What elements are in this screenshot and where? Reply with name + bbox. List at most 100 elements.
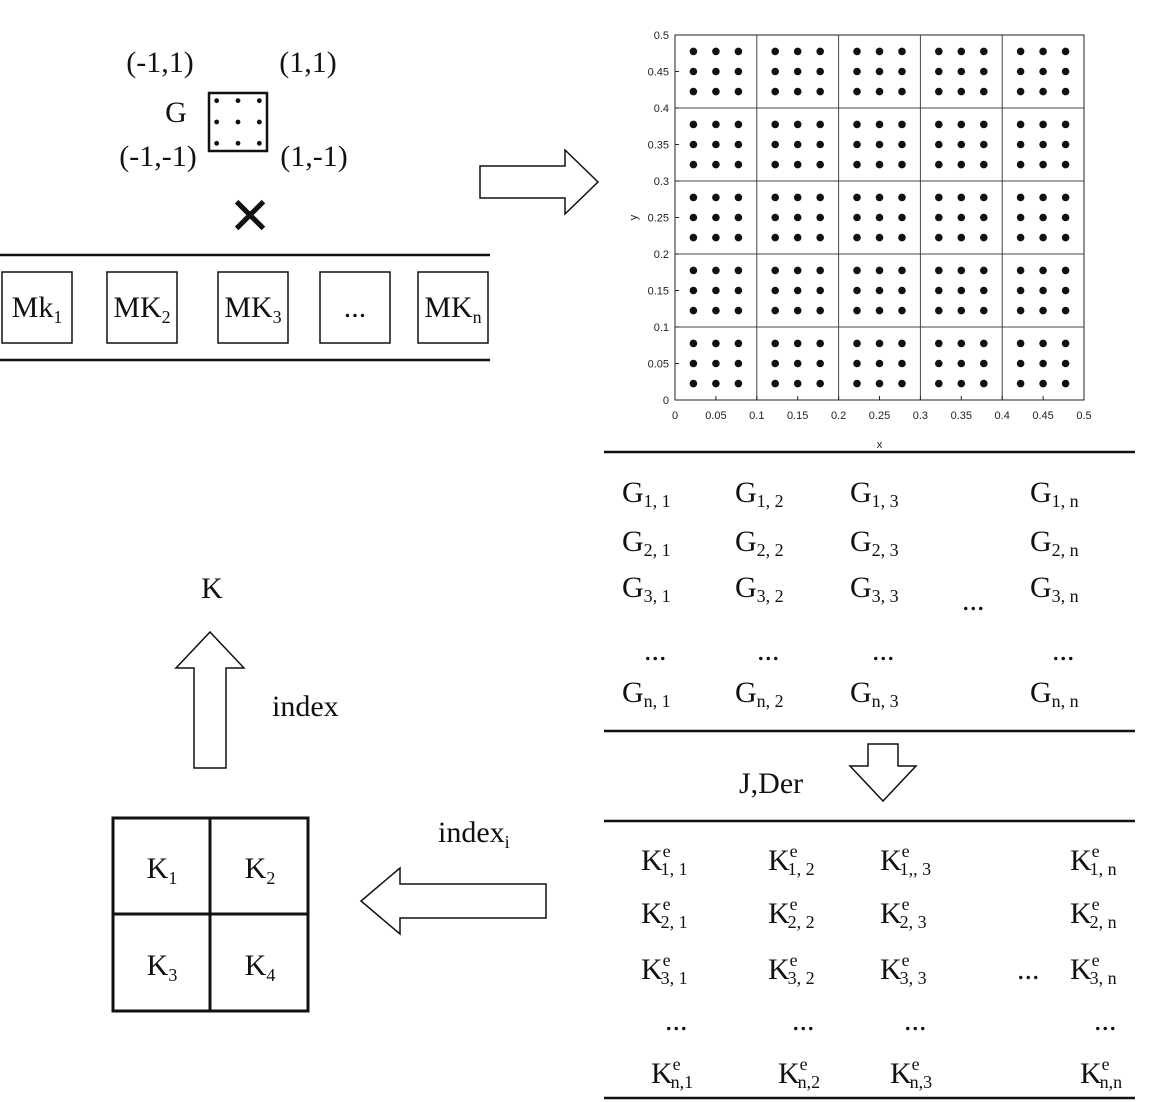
mk-box-base: MK bbox=[113, 291, 162, 324]
g-cell-base: ... bbox=[872, 634, 895, 667]
gauss-point bbox=[689, 213, 698, 222]
g-matrix-cell: G2, 1 bbox=[622, 525, 671, 560]
g-cell-base: G bbox=[735, 525, 757, 558]
gauss-point bbox=[689, 306, 698, 315]
gauss-point bbox=[771, 379, 780, 388]
gauss-point bbox=[816, 47, 824, 56]
y-tick-label: 0.5 bbox=[654, 30, 669, 42]
master-point bbox=[235, 140, 241, 146]
x-tick-label: 0.05 bbox=[705, 410, 726, 422]
gauss-point bbox=[1061, 233, 1070, 242]
corner-top-left: (-1,1) bbox=[126, 46, 193, 79]
gauss-point bbox=[979, 233, 988, 242]
gauss-point bbox=[793, 193, 802, 202]
mk-box-sub: n bbox=[473, 307, 482, 327]
gauss-point bbox=[1016, 120, 1025, 129]
master-point bbox=[256, 140, 262, 146]
gauss-point bbox=[1039, 120, 1047, 129]
gauss-point bbox=[734, 379, 743, 388]
gauss-point bbox=[935, 306, 943, 315]
g-cell-sub: 3, n bbox=[1052, 586, 1079, 606]
gauss-point bbox=[898, 359, 906, 368]
gauss-point bbox=[853, 233, 861, 242]
y-tick-label: 0.05 bbox=[648, 359, 669, 371]
y-tick-label: 0.2 bbox=[654, 249, 669, 261]
ke-cell-sup: e bbox=[663, 894, 671, 914]
master-element: (-1,1) (1,1) G (-1,-1) (1,-1) bbox=[119, 46, 347, 173]
gauss-point bbox=[734, 306, 743, 315]
gauss-point bbox=[689, 67, 698, 76]
g-matrix-cell: Gn, n bbox=[1030, 676, 1079, 711]
k-block-2: K2 bbox=[245, 852, 276, 888]
gauss-point bbox=[898, 140, 906, 149]
g-cell-base: G bbox=[850, 571, 872, 604]
gauss-point bbox=[771, 359, 780, 368]
gauss-point bbox=[875, 47, 884, 56]
gauss-point bbox=[771, 193, 780, 202]
gauss-point bbox=[689, 339, 698, 348]
gauss-point bbox=[771, 339, 780, 348]
ke-cell-sup: e bbox=[1102, 1054, 1110, 1074]
y-tick-label: 0.25 bbox=[648, 213, 669, 225]
gauss-point bbox=[935, 160, 943, 169]
arrow-right-icon bbox=[479, 148, 600, 216]
gauss-point bbox=[853, 87, 861, 96]
gauss-point bbox=[935, 379, 943, 388]
ke-cell-sup: e bbox=[902, 894, 910, 914]
g-cell-base: G bbox=[850, 525, 872, 558]
g-cell-base: G bbox=[850, 476, 872, 509]
mk-box bbox=[1, 271, 73, 344]
gauss-point bbox=[734, 266, 743, 275]
gauss-point bbox=[898, 306, 906, 315]
ke-cell-base: K bbox=[880, 844, 902, 877]
gauss-point bbox=[1016, 339, 1025, 348]
k-block-3: K3 bbox=[147, 949, 178, 985]
ke-matrix-cell: ... bbox=[1094, 1004, 1117, 1037]
gauss-point bbox=[875, 379, 884, 388]
gauss-point bbox=[935, 266, 943, 275]
g-cell-sub: n, 2 bbox=[757, 691, 784, 711]
gauss-point bbox=[734, 67, 743, 76]
ke-cell-sup: e bbox=[912, 1054, 920, 1074]
gauss-point bbox=[898, 120, 906, 129]
gauss-point bbox=[1061, 67, 1070, 76]
g-cell-base: G bbox=[1030, 525, 1052, 558]
gauss-point bbox=[712, 306, 720, 315]
gauss-point bbox=[935, 359, 943, 368]
gauss-point bbox=[689, 379, 698, 388]
gauss-point bbox=[1039, 47, 1047, 56]
x-tick-label: 0.15 bbox=[787, 410, 808, 422]
gauss-point bbox=[793, 160, 802, 169]
ke-cell-sub: n,1 bbox=[671, 1072, 694, 1092]
gauss-point bbox=[1061, 339, 1070, 348]
mk-box-label: MKn bbox=[424, 291, 481, 327]
g-matrix-cell: G1, 3 bbox=[850, 476, 899, 511]
gauss-point bbox=[1039, 266, 1047, 275]
gauss-point bbox=[875, 213, 884, 222]
gauss-point bbox=[689, 160, 698, 169]
gauss-point bbox=[1016, 160, 1025, 169]
gauss-point bbox=[793, 87, 802, 96]
ke-cell-base: K bbox=[641, 897, 663, 930]
ke-cell-sup: e bbox=[663, 841, 671, 861]
gauss-point bbox=[689, 266, 698, 275]
gauss-point bbox=[1039, 87, 1047, 96]
y-tick-label: 0.4 bbox=[654, 103, 669, 115]
gauss-point bbox=[979, 266, 988, 275]
y-axis-label: y bbox=[628, 214, 640, 220]
gauss-point bbox=[689, 286, 698, 295]
gauss-point bbox=[816, 359, 824, 368]
gauss-point bbox=[979, 67, 988, 76]
ke-cell-sup: e bbox=[1092, 841, 1100, 861]
arrow-left-icon bbox=[359, 866, 547, 936]
gauss-point bbox=[712, 213, 720, 222]
g-matrix-cell: G1, 1 bbox=[622, 476, 671, 511]
jder-label: J,Der bbox=[739, 767, 803, 800]
gauss-point bbox=[689, 140, 698, 149]
gauss-point bbox=[1016, 359, 1025, 368]
gauss-point bbox=[1016, 306, 1025, 315]
